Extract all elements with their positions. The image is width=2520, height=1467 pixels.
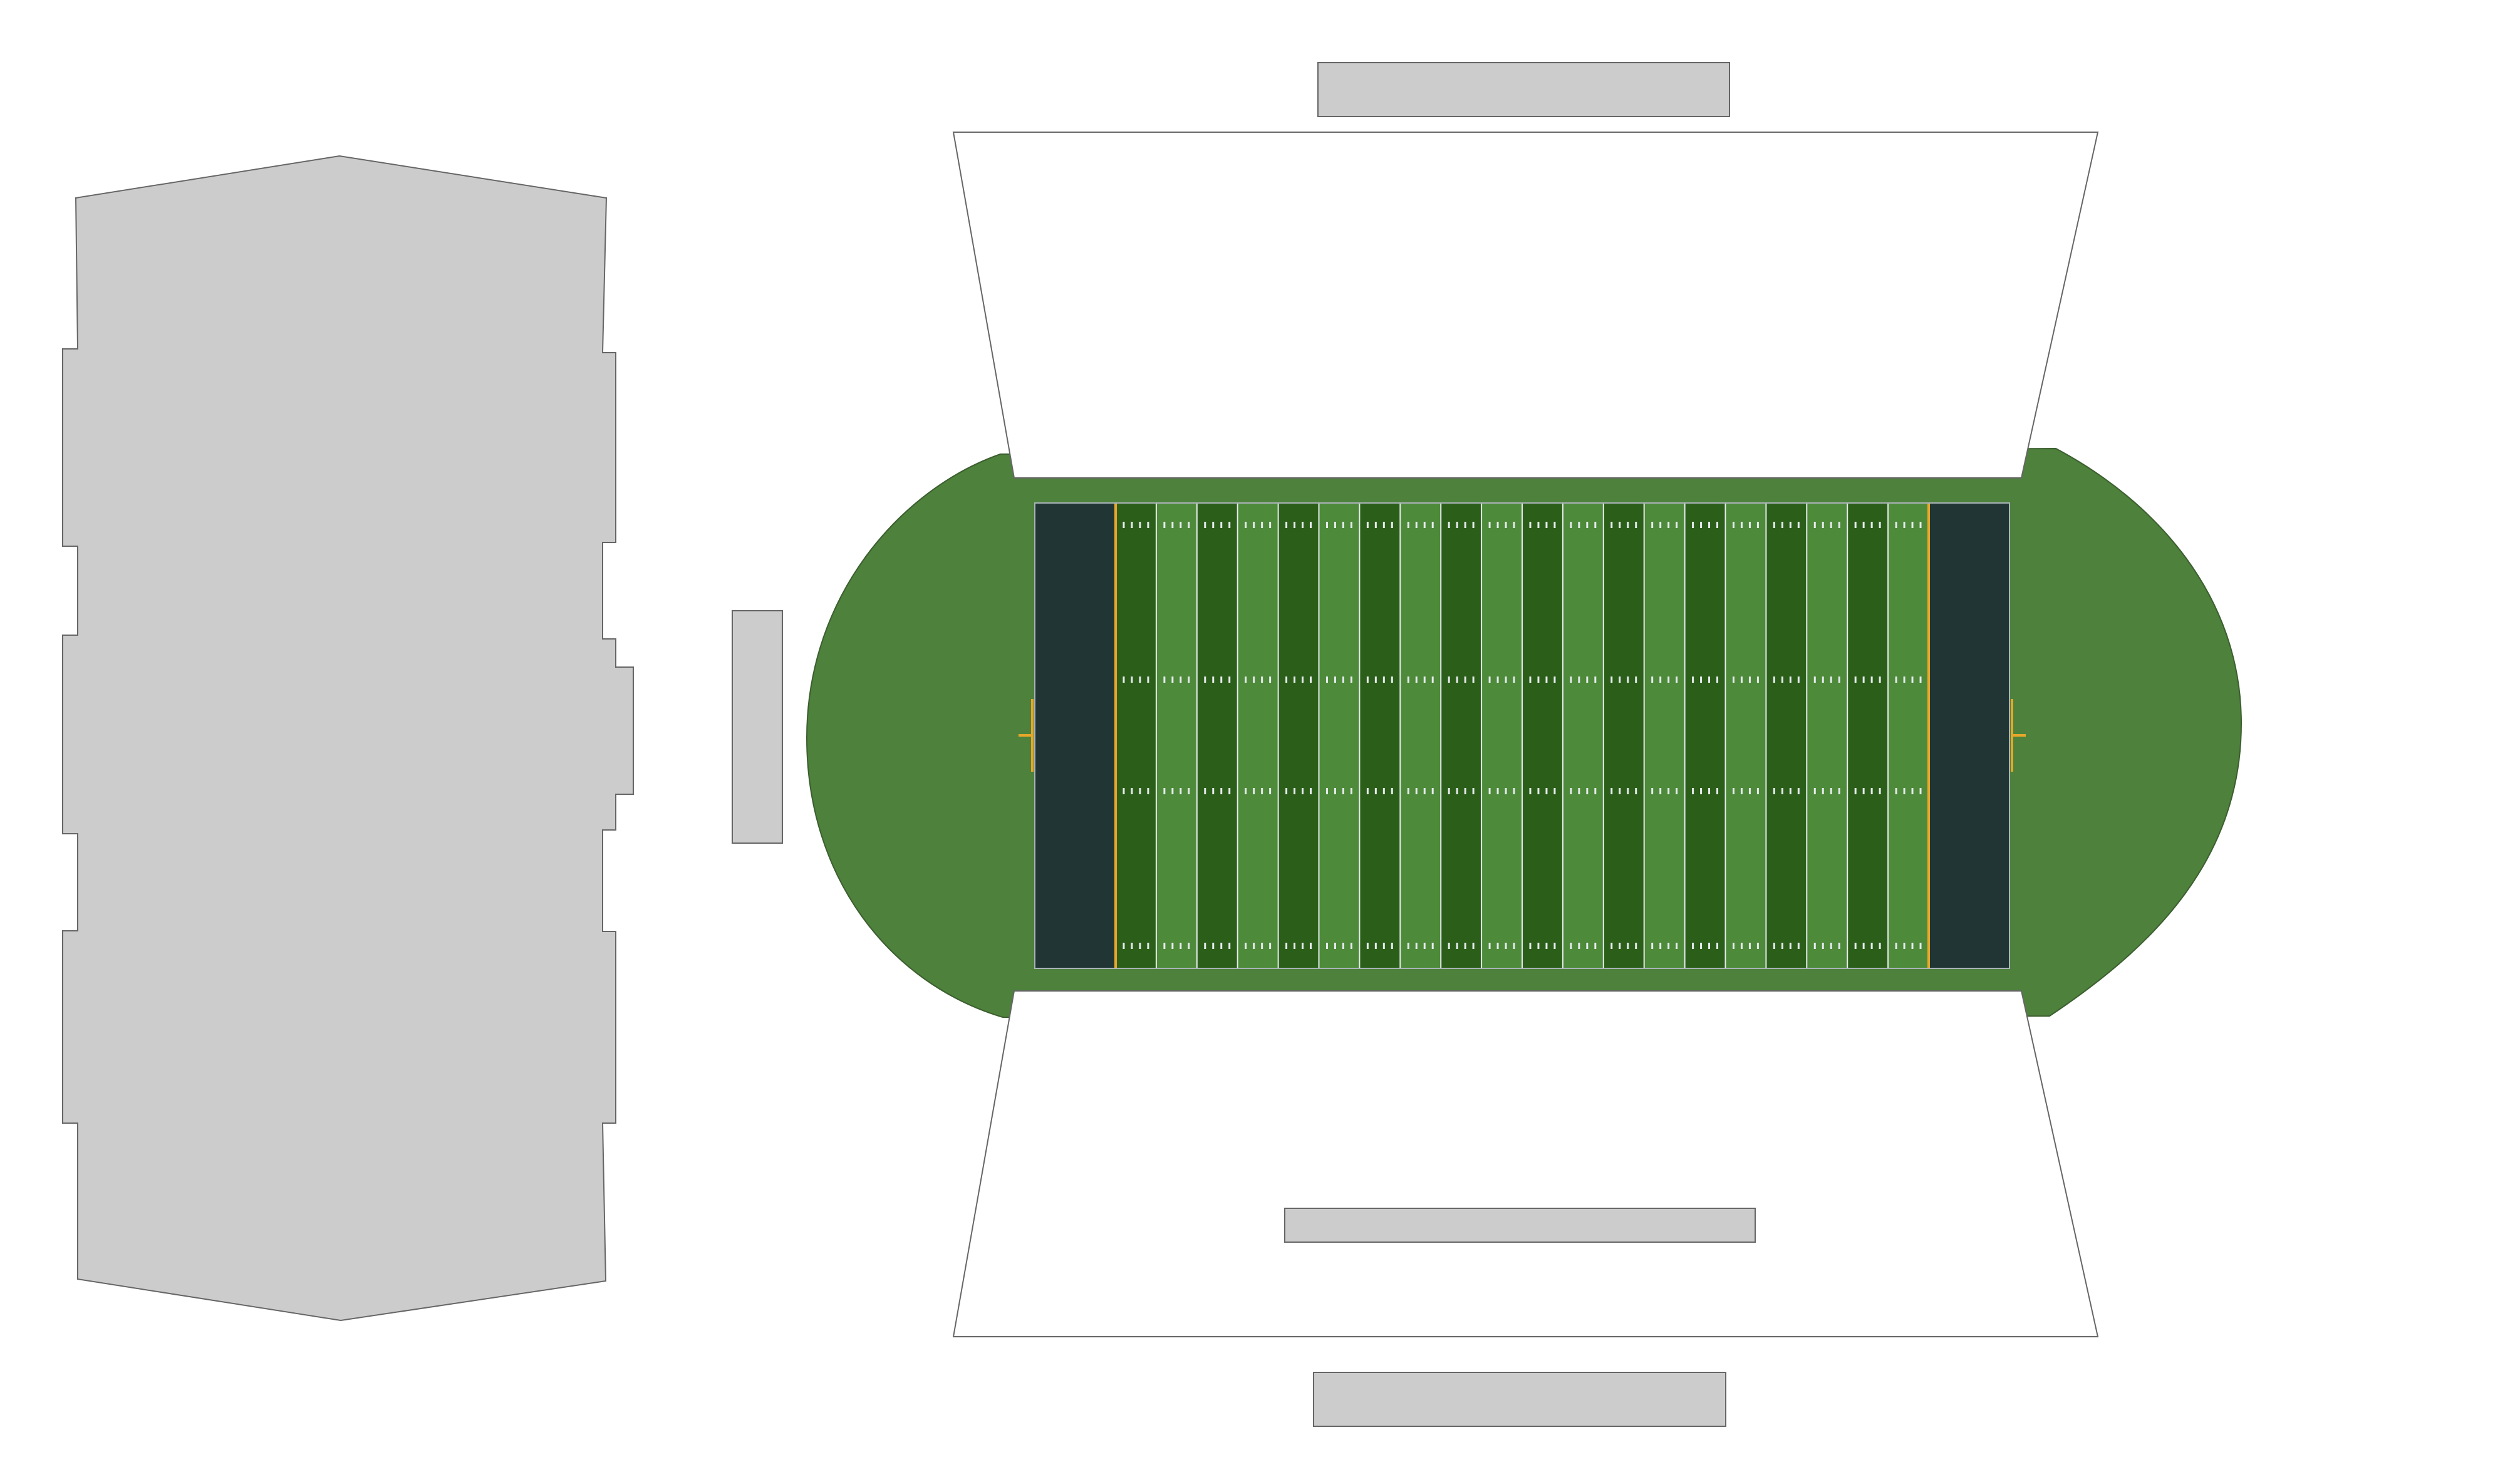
field-stripe [1278, 503, 1319, 968]
field-stripe [1807, 503, 1848, 968]
field-stripe [1888, 503, 1929, 968]
south-building[interactable] [1313, 1372, 1726, 1427]
field-stripe [1847, 503, 1889, 968]
field-stripe [1441, 503, 1482, 968]
field-stripe [1766, 503, 1807, 968]
north-stands[interactable] [952, 132, 2099, 479]
west-endzone [1035, 503, 1116, 968]
field-stripe [1684, 503, 1726, 968]
large-building[interactable] [62, 155, 634, 1322]
playing-field [1019, 502, 2026, 969]
field-stripe [1196, 503, 1238, 968]
field-stripe [1156, 503, 1197, 968]
field-stripe [1319, 503, 1360, 968]
field-stripe [1359, 503, 1401, 968]
north-building[interactable] [1317, 62, 1730, 117]
field-stripe [1481, 503, 1522, 968]
south-stands[interactable] [952, 990, 2099, 1337]
field-stripe [1725, 503, 1766, 968]
east-endzone [1929, 503, 2009, 968]
field-stripe [1400, 503, 1441, 968]
field-stripe [1562, 503, 1604, 968]
south-inner-building[interactable] [1284, 1208, 1756, 1243]
field-stripe [1522, 503, 1563, 968]
field-border [1034, 502, 2010, 969]
field-stripe [1644, 503, 1685, 968]
small-building[interactable] [732, 610, 783, 844]
field-stripe [1116, 503, 1156, 968]
field-stripe [1237, 503, 1278, 968]
field-stripe [1603, 503, 1644, 968]
